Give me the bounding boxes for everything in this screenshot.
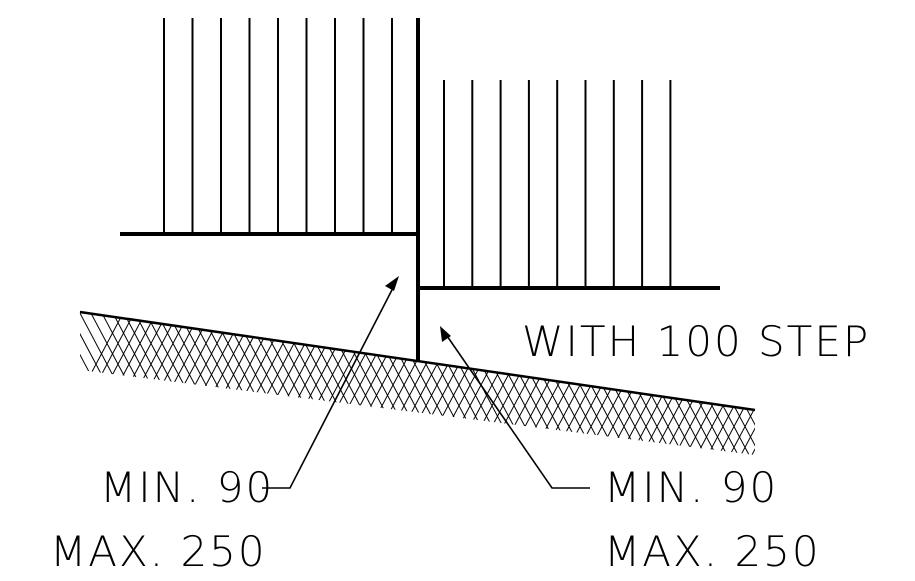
- soil-hatch-line: [80, 312, 131, 455]
- right-fence-pickets: [443, 80, 672, 288]
- soil-hatch-line: [105, 312, 197, 455]
- soil-hatch-line: [270, 312, 362, 455]
- soil-hatch-line: [413, 312, 505, 455]
- soil-hatch-line: [424, 312, 516, 455]
- soil-hatch-line: [215, 312, 307, 455]
- soil-hatch-line: [292, 312, 384, 455]
- right-min-label: MIN. 90: [604, 463, 778, 512]
- soil-hatch-line: [193, 312, 285, 455]
- right-max-label: MAX. 250: [604, 527, 821, 576]
- soil-hatch-line: [226, 312, 318, 455]
- right-leader-arrowhead: [440, 326, 451, 342]
- soil-hatch-line: [138, 312, 230, 455]
- soil-hatch-line: [237, 312, 329, 455]
- right-leader-line: [444, 332, 590, 489]
- soil-hatch-line: [325, 312, 417, 455]
- soil-hatch-line: [336, 312, 428, 455]
- soil-hatch-line: [182, 312, 274, 455]
- soil-hatch-line: [358, 312, 450, 455]
- soil-hatch-line: [116, 312, 208, 455]
- soil-hatch-line: [721, 312, 755, 455]
- soil-hatch-line: [732, 312, 755, 455]
- left-leader-line: [262, 283, 396, 489]
- soil-hatch-line: [391, 312, 483, 455]
- ground-line: [79, 310, 756, 412]
- soil-hatch-line: [281, 312, 373, 455]
- soil-hatch-line: [259, 312, 351, 455]
- soil-hatch-line: [347, 312, 439, 455]
- soil-hatch-line: [171, 312, 263, 455]
- left-fence-pickets: [163, 18, 393, 234]
- soil-hatch-line: [80, 312, 142, 455]
- step-note-label: WITH 100 STEP: [522, 317, 870, 366]
- soil-hatch-line: [80, 312, 153, 455]
- soil-hatch-line: [710, 312, 755, 455]
- soil-hatch-line: [149, 312, 241, 455]
- left-leader-arrowhead: [385, 276, 399, 291]
- soil-hatch-line: [204, 312, 296, 455]
- left-max-label: MAX. 250: [50, 527, 267, 576]
- left-min-label: MIN. 90: [100, 463, 274, 512]
- soil-hatch-line: [314, 312, 406, 455]
- soil-hatch-line: [248, 312, 340, 455]
- soil-hatch-line: [369, 312, 461, 455]
- soil-hatch-line: [303, 312, 395, 455]
- soil-hatch-line: [380, 312, 472, 455]
